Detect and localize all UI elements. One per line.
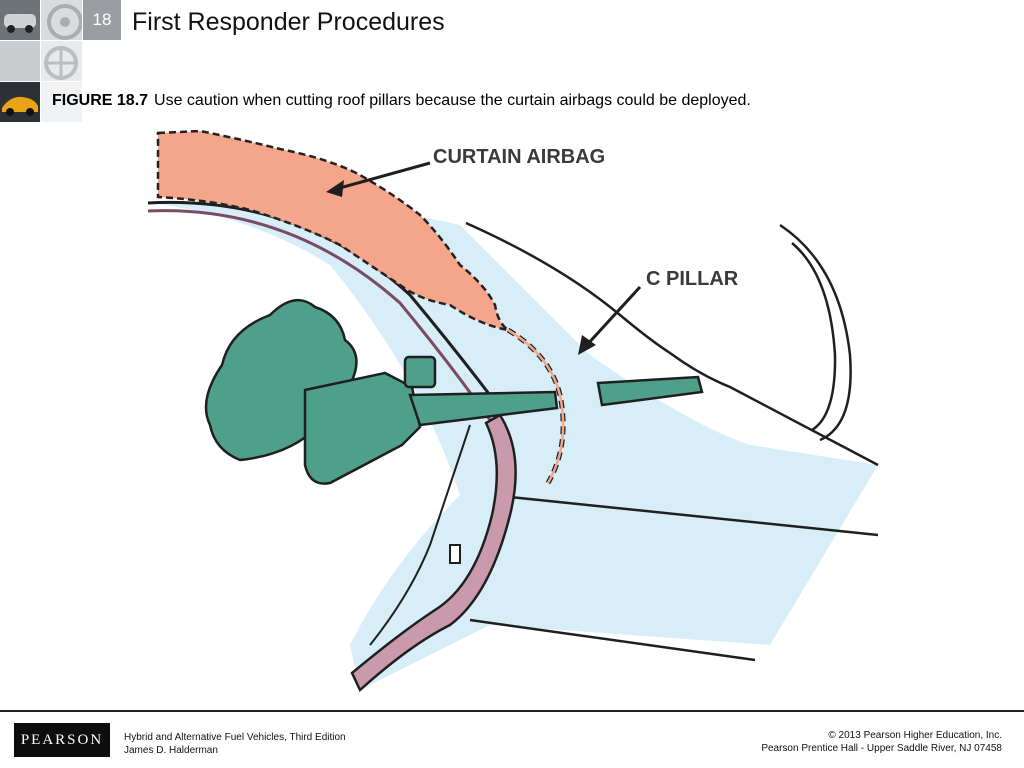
wheel-thumbnail [41,0,82,40]
c-pillar-panel [150,201,878,690]
body-crease-line-2 [469,618,756,662]
cutter-blade-right [596,375,704,407]
curtain-airbag-label: CURTAIN AIRBAG [433,146,605,168]
c-pillar-arrowhead [578,335,596,355]
figure-caption-text: Use caution when cutting roof pillars be… [154,92,751,109]
curtain-airbag-tail-fill [507,328,565,484]
figure-label: FIGURE 18.7 [52,92,149,109]
header-thumbnails [0,0,82,122]
door-edge-line [369,424,471,646]
blank-thumbnail [41,82,82,122]
book-author: James D. Halderman [124,745,218,756]
slide-number: 18 [83,0,121,40]
door-seal [350,413,517,693]
footer-divider [0,710,1024,712]
footer-copyright: © 2013 Pearson Higher Education, Inc. Pe… [761,729,1002,755]
book-title: Hybrid and Alternative Fuel Vehicles, Th… [124,732,346,743]
curtain-airbag-arrow [335,161,431,191]
c-pillar-arrow [583,285,642,349]
c-pillar-label: C PILLAR [646,268,739,290]
figure-caption: FIGURE 18.7 Use caution when cutting roof… [52,92,751,110]
curtain-airbag-shape [156,129,509,332]
publisher-text: Pearson Prentice Hall - Upper Saddle Riv… [761,743,1002,754]
cutter-body [303,371,422,485]
door-latch [449,544,461,564]
body-crease-line [509,495,879,537]
sports-car-thumbnail [0,82,40,122]
hydraulic-cutter [204,298,704,485]
engine-thumbnail [0,41,40,81]
pearson-logo: PEARSON [14,723,110,757]
car-thumbnail [0,0,40,40]
cutter-blade-left [408,390,559,427]
page-title: First Responder Procedures [132,8,445,36]
rear-window-outline [779,223,852,442]
wheel-thumbnail-2 [41,41,82,81]
footer-book-info: Hybrid and Alternative Fuel Vehicles, Th… [124,731,346,757]
cutter-handle [403,355,437,389]
curtain-airbag-illustration: CURTAIN AIRBAG C PILLAR [147,129,879,693]
copyright-text: © 2013 Pearson Higher Education, Inc. [828,730,1002,741]
window-frame-inner [147,209,492,421]
rear-window-outline-inner [791,242,837,432]
curtain-airbag-arrowhead [326,180,344,197]
body-outline [465,221,879,467]
